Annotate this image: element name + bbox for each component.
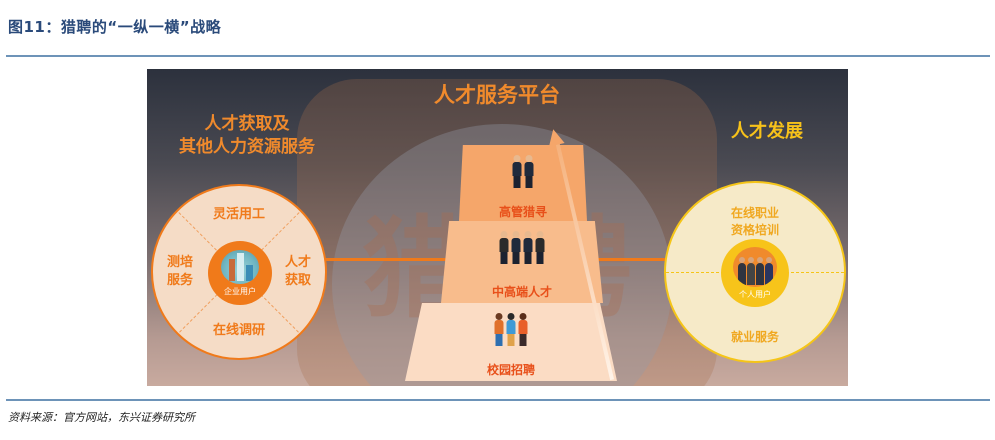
- segment-right-line1: 人才: [284, 255, 311, 270]
- segment-left-line2: 服务: [167, 273, 194, 288]
- individual-user-label: 个人用户: [739, 289, 771, 299]
- right-top-line1: 在线职业: [730, 206, 779, 220]
- enterprise-user-core: 企业用户: [208, 241, 272, 305]
- segment-left-line1: 测培: [167, 255, 194, 270]
- students-icon: [494, 313, 528, 346]
- city-buildings-icon: [221, 249, 259, 284]
- segment-online-certification-training: 在线职业 资格培训: [666, 205, 844, 239]
- people-group-icon: [733, 246, 777, 287]
- segment-employment-services: 就业服务: [730, 330, 779, 344]
- left-title-line2: 其他人力资源服务: [179, 137, 315, 157]
- individual-user-core: 个人用户: [721, 239, 789, 307]
- tier-label: 高管猎寻: [498, 205, 547, 219]
- handshake-executives-icon: [512, 155, 534, 188]
- individual-services-circle: 在线职业 资格培训 就业服务 个人用户: [664, 181, 846, 363]
- tier-label: 校园招聘: [486, 363, 535, 377]
- source-note: 资料来源：官方网站，东兴证券研究所: [8, 411, 195, 424]
- bottom-divider: [6, 399, 990, 401]
- segment-talent-acquisition: 人才 获取: [285, 254, 311, 290]
- tier-campus-recruitment: 校园招聘: [405, 303, 617, 381]
- strategy-diagram: 猎 聘 人才获取及 其他人力资源服务 灵活用工 人才 获取 在线调研 测培 服务…: [147, 69, 848, 386]
- right-section-title: 人才发展: [731, 121, 803, 142]
- center-section-title: 人才服务平台: [434, 83, 560, 107]
- tier-label: 中高端人才: [491, 285, 552, 299]
- enterprise-user-label: 企业用户: [224, 286, 256, 296]
- enterprise-services-circle: 灵活用工 人才 获取 在线调研 测培 服务 企业用户: [151, 184, 327, 360]
- right-top-line2: 资格培训: [730, 223, 779, 237]
- left-section-title: 人才获取及 其他人力资源服务: [147, 113, 347, 159]
- segment-assessment-training: 测培 服务: [167, 254, 193, 290]
- top-divider: [6, 55, 990, 57]
- segment-online-survey: 在线调研: [212, 323, 265, 338]
- left-title-line1: 人才获取及: [204, 114, 290, 134]
- figure-title: 图11：猎聘的“一纵一横”战略: [8, 18, 222, 36]
- segment-flexible-employment: 灵活用工: [212, 207, 265, 222]
- business-team-icon: [499, 231, 545, 264]
- segment-right-line2: 获取: [284, 273, 311, 288]
